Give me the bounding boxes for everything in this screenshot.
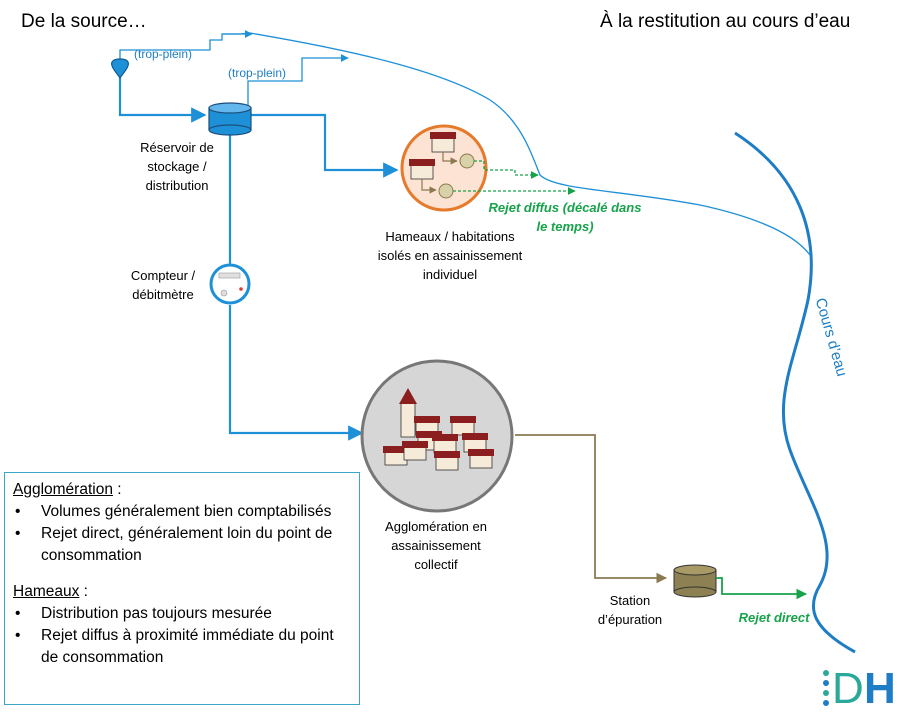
hameaux-heading: Hameaux :	[13, 581, 351, 603]
wastewater-pipe	[515, 434, 668, 584]
wwtp-label-line: d’épuration	[597, 612, 663, 627]
logo-d: D	[832, 664, 864, 707]
agglomeration-label: Agglomération en assainissement collecti…	[366, 517, 506, 574]
hameaux-heading-suffix: :	[79, 583, 88, 600]
agglomeration-heading: Agglomération :	[13, 479, 351, 501]
reservoir-label: Réservoir de stockage / distribution	[122, 138, 232, 195]
direct-discharge-line	[716, 577, 808, 600]
meter-label-line: Compteur /	[130, 268, 196, 283]
agglomeration-heading-suffix: :	[112, 481, 122, 498]
agglomeration-icon	[360, 359, 514, 513]
info-box: Agglomération : Volumes généralement bie…	[4, 472, 360, 705]
overflow-line-1	[119, 32, 811, 256]
dh-logo: D H	[823, 664, 896, 707]
agglomeration-label-line: collectif	[414, 557, 458, 572]
reservoir-label-line: stockage /	[147, 159, 207, 174]
direct-discharge-label: Rejet direct	[738, 610, 810, 625]
diffuse-discharge-label: Rejet diffus (décalé dans le temps)	[480, 198, 650, 236]
hamlets-label-line: individuel	[422, 267, 478, 282]
wwtp-icon	[673, 564, 717, 598]
overflow-label-1: (trop-plein)	[134, 47, 193, 61]
diffuse-discharge-label-line: Rejet diffus (décalé dans	[488, 200, 642, 215]
meter-label: Compteur / débitmètre	[108, 266, 218, 304]
list-item: Volumes généralement bien comptabilisés	[15, 501, 351, 523]
meter-label-line: débitmètre	[132, 287, 194, 302]
hameaux-list: Distribution pas toujours mesurée Rejet …	[13, 603, 351, 669]
overflow-label-2: (trop-plein)	[228, 66, 287, 80]
source-icon	[111, 58, 129, 80]
restitution-title: À la restitution au cours d’eau	[600, 11, 851, 32]
list-item: Rejet direct, généralement loin du point…	[15, 523, 351, 567]
overflow-line-2	[247, 54, 349, 118]
pipe-reservoir-to-hamlets	[250, 113, 399, 178]
list-item: Rejet diffus à proximité immédiate du po…	[15, 625, 351, 669]
agglomeration-label-line: Agglomération en	[385, 519, 487, 534]
reservoir-label-line: distribution	[145, 178, 209, 193]
hamlets-label-line: Hameaux / habitations	[385, 229, 515, 244]
pipe-meter-to-agglo	[228, 305, 364, 441]
pipe-source-to-reservoir	[118, 78, 207, 123]
reservoir-icon	[208, 102, 252, 136]
diffuse-discharge-label-line: le temps)	[536, 219, 594, 234]
agglomeration-list: Volumes généralement bien comptabilisés …	[13, 501, 351, 567]
agglomeration-label-line: assainissement	[391, 538, 481, 553]
wwtp-label: Station d’épuration	[580, 591, 680, 629]
reservoir-label-line: Réservoir de	[140, 140, 214, 155]
hamlets-label: Hameaux / habitations isolés en assainis…	[360, 227, 540, 284]
hameaux-heading-title: Hameaux	[13, 583, 80, 600]
list-item: Distribution pas toujours mesurée	[15, 603, 351, 625]
meter-icon	[209, 263, 251, 305]
source-title: De la source…	[21, 11, 147, 32]
hamlets-icon	[400, 124, 488, 212]
agglomeration-heading-title: Agglomération	[13, 481, 113, 498]
river-line	[734, 131, 856, 654]
wwtp-label-line: Station	[609, 593, 651, 608]
hamlets-label-line: isolés en assainissement	[377, 248, 523, 263]
logo-h: H	[864, 664, 896, 707]
